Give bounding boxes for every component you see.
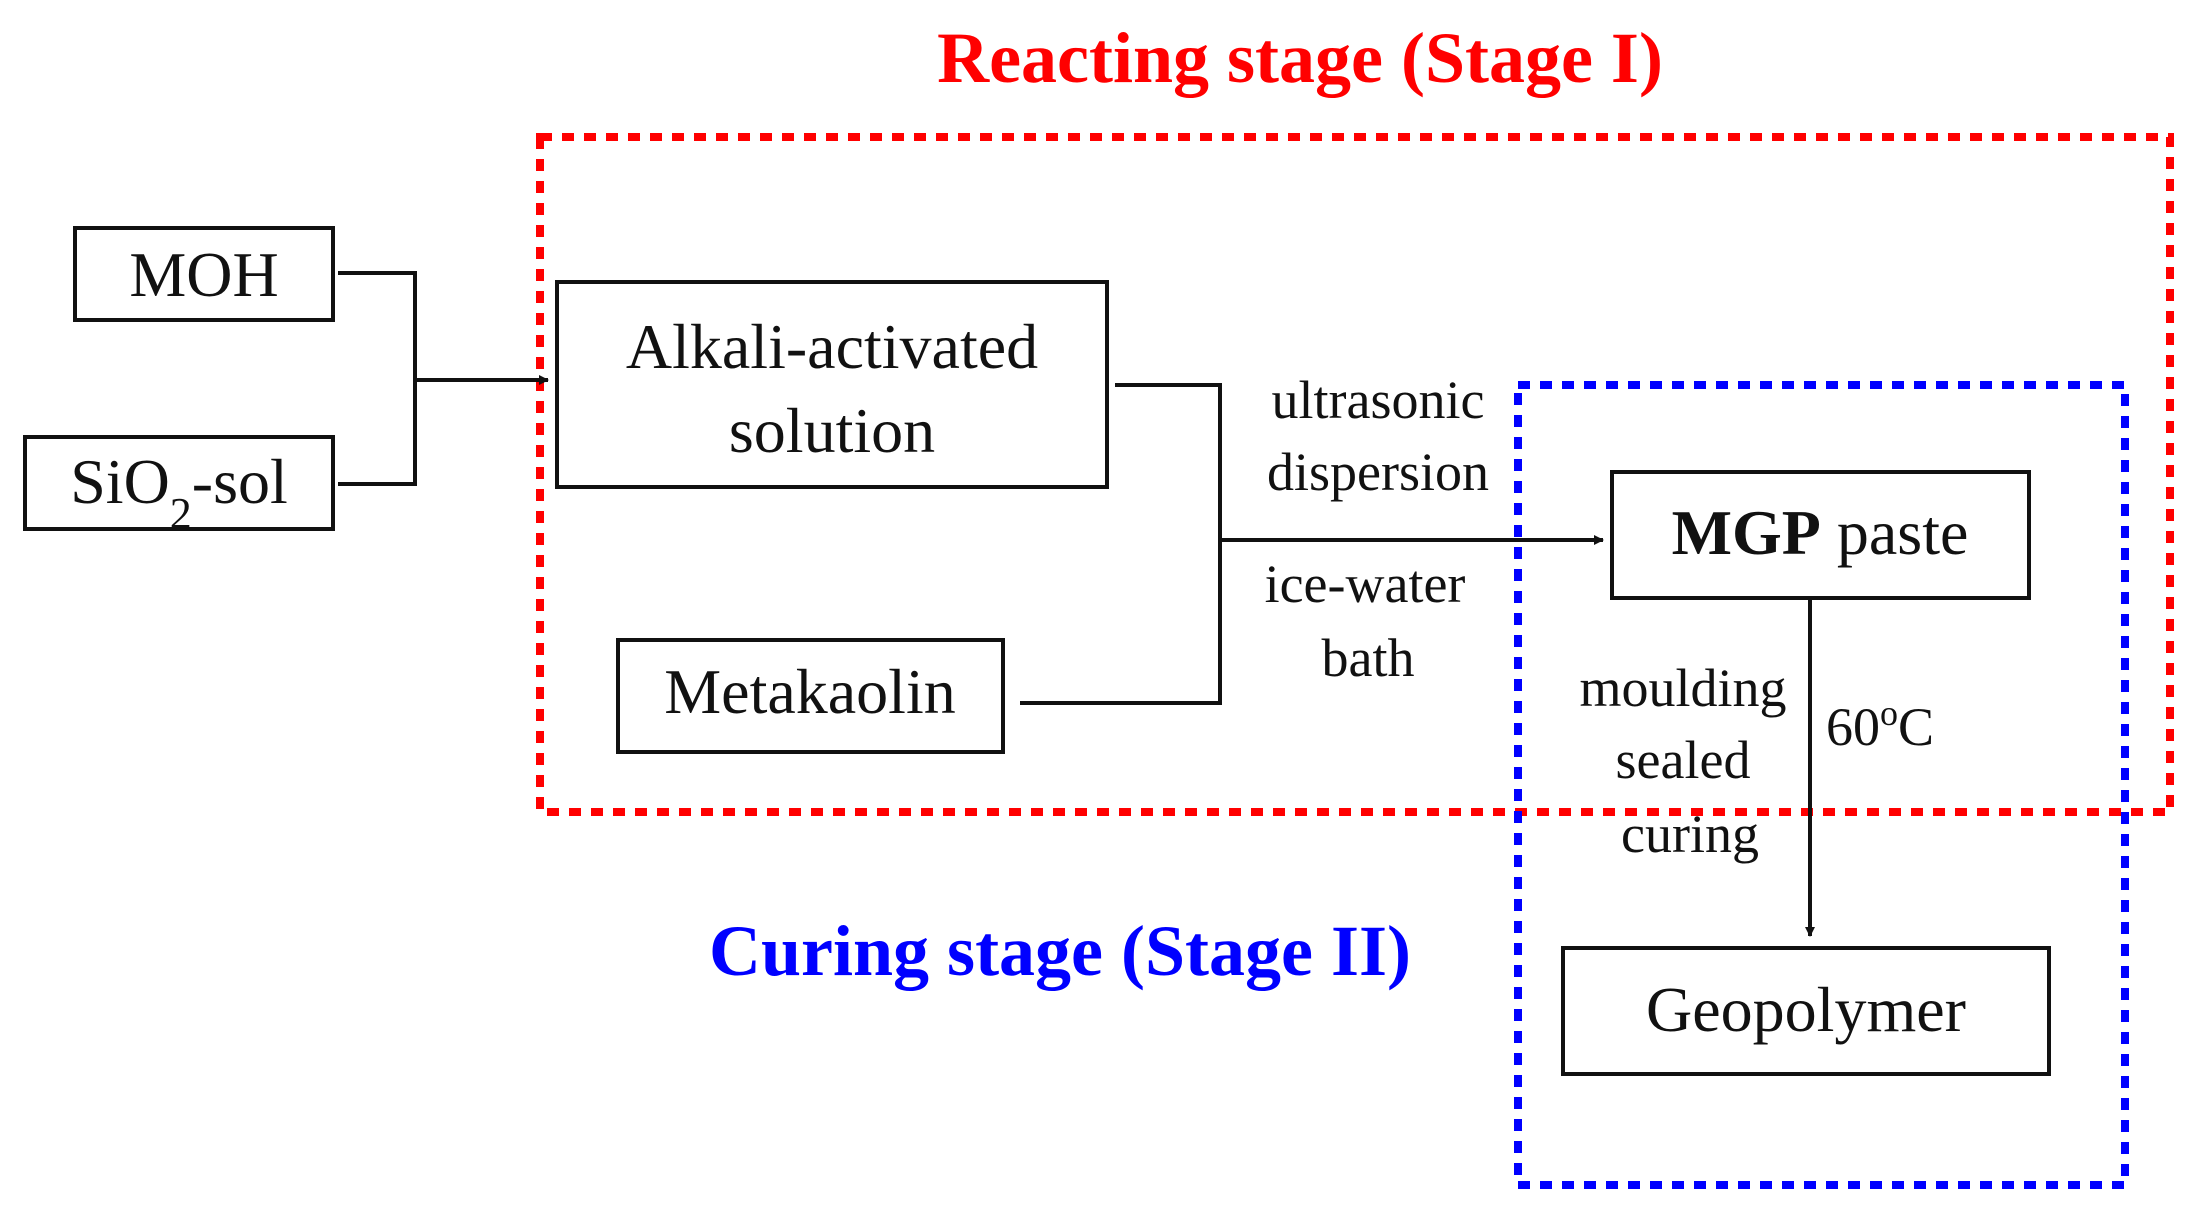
temperature-label: 60oC — [1826, 693, 1934, 757]
moulding-label-line2: sealed — [1616, 730, 1751, 790]
sio2-sol-box: SiO2-sol — [23, 435, 335, 538]
alkali-activated-solution-box: Alkali-activated solution — [555, 280, 1109, 489]
ultrasonic-label-line2: dispersion — [1267, 442, 1489, 502]
alkali-label-line2: solution — [729, 395, 935, 466]
moh-label: MOH — [129, 239, 278, 310]
mgp-paste-label: MGP paste — [1672, 497, 1969, 568]
geopolymer-label: Geopolymer — [1646, 974, 1966, 1045]
icewater-label-line2: bath — [1322, 628, 1415, 688]
moh-box: MOH — [73, 226, 335, 322]
ultrasonic-label-line1: ultrasonic — [1272, 370, 1485, 430]
mgp-paste-box: MGP paste — [1610, 470, 2031, 600]
reacting-stage-title: Reacting stage (Stage I) — [937, 18, 1663, 98]
moulding-label-line1: moulding — [1579, 658, 1786, 718]
metakaolin-box: Metakaolin — [616, 638, 1005, 754]
geopolymer-box: Geopolymer — [1561, 946, 2051, 1076]
moulding-label-line3: curing — [1621, 804, 1759, 864]
sio2-sol-label: SiO2-sol — [70, 446, 288, 538]
alkali-label-line1: Alkali-activated — [626, 311, 1038, 382]
alkali-metakaolin-merge-connector — [1020, 383, 1222, 705]
reacting-stage-region — [536, 133, 2174, 816]
icewater-label-line1: ice-water — [1265, 554, 1466, 614]
moh-sio2-merge-connector — [338, 271, 417, 486]
metakaolin-label: Metakaolin — [664, 656, 955, 727]
curing-stage-title: Curing stage (Stage II) — [709, 911, 1411, 991]
